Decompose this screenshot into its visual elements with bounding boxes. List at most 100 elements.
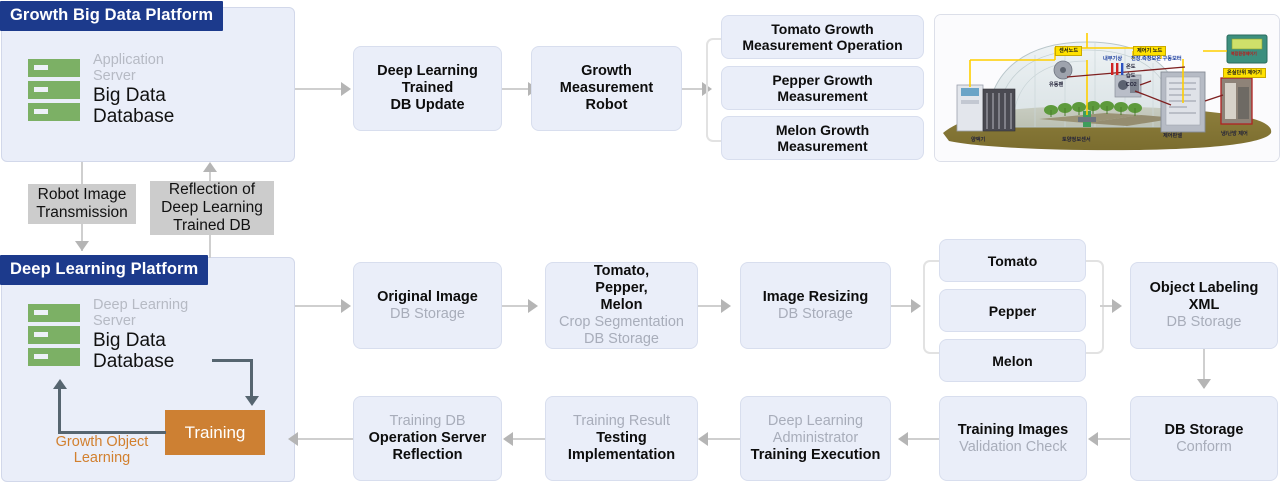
- arrow-to-operation-server: [503, 432, 513, 446]
- box-image-resizing[interactable]: Image Resizing DB Storage: [740, 262, 891, 349]
- greenhouse-label-greenhouse-unit-controller: 온실단위 제어기: [1223, 68, 1266, 78]
- line-operation-to-deep-panel: [297, 438, 353, 440]
- greenhouse-label-control-panel: 제어판넬: [1163, 133, 1183, 139]
- box-label-bold: DB Storage: [1164, 421, 1244, 438]
- box-label-bold: Operation Server Reflection: [368, 430, 487, 463]
- greenhouse-label-soil-sensor: 토양정보센서: [1062, 137, 1091, 143]
- arrow-to-db-storage: [1197, 379, 1211, 389]
- line-trainingimages-to-execution: [900, 438, 939, 440]
- box-pepper[interactable]: Pepper: [939, 289, 1086, 332]
- line-growth-to-dl-update: [295, 88, 343, 90]
- loop-arrow-into-training: [245, 396, 259, 406]
- arrow-to-crop-branch: [911, 299, 921, 313]
- box-label: Melon: [992, 352, 1033, 369]
- line-original-to-crop: [502, 305, 530, 307]
- arrow-reflection-up: [203, 162, 217, 172]
- greenhouse-label-internal-weather: 내부기상: [1103, 56, 1123, 62]
- box-label: Pepper: [988, 302, 1037, 319]
- box-label-bold: Object Labeling XML: [1149, 280, 1259, 313]
- deep-learning-platform-title: Deep Learning Platform: [0, 255, 209, 285]
- box-label-light: Deep Learning Administrator: [767, 413, 864, 446]
- loop-line-vert-right: [250, 359, 253, 397]
- greenhouse-label-humidity: 습도: [1126, 73, 1136, 79]
- box-label-bold: Tomato, Pepper, Melon: [593, 263, 650, 313]
- box-label-bold: Image Resizing: [762, 288, 869, 305]
- line-labeling-to-dbstorage: [1203, 349, 1205, 388]
- line-crop-to-resizing: [698, 305, 724, 307]
- box-original-image[interactable]: Original Image DB Storage: [353, 262, 502, 349]
- box-object-labeling-xml[interactable]: Object Labeling XML DB Storage: [1130, 262, 1278, 349]
- greenhouse-label-motor: 천장.측창보온 구동모터: [1131, 56, 1182, 62]
- greenhouse-label-temperature: 온도: [1126, 64, 1136, 70]
- box-label-light: Validation Check: [959, 438, 1067, 455]
- greenhouse-label-cooling-heating: 냉/난방 제어: [1221, 131, 1248, 137]
- box-deep-learning-trained-db-update[interactable]: Deep Learning Trained DB Update: [353, 46, 502, 131]
- loop-line-vert-left: [58, 389, 61, 434]
- box-label-bold: Training Execution: [750, 447, 881, 463]
- greenhouse-label-circulation-fan: 유동팬: [1049, 82, 1064, 88]
- measurement-branch-bracket: [706, 38, 724, 142]
- line-crops-to-labeling: [1100, 305, 1114, 307]
- box-label-bold: Testing Implementation: [567, 430, 676, 463]
- arrow-to-testing-implementation: [698, 432, 708, 446]
- box-db-storage-conform[interactable]: DB Storage Conform: [1130, 396, 1278, 481]
- arrow-back-to-deep-platform: [288, 432, 298, 446]
- growth-server-title: Big Data Database: [93, 85, 175, 127]
- deep-learning-server-block: Deep Learning Server Big Data Database: [28, 297, 188, 372]
- greenhouse-label-sensor-node: 센서노드: [1055, 46, 1083, 56]
- arrow-to-dl-update: [341, 82, 351, 96]
- server-icon: [28, 303, 80, 366]
- greenhouse-svg: [935, 15, 1279, 161]
- server-icon: [28, 58, 80, 121]
- arrow-to-object-labeling: [1112, 299, 1122, 313]
- line-robot-to-branch: [682, 88, 704, 90]
- box-testing-implementation[interactable]: Training Result Testing Implementation: [545, 396, 698, 481]
- loop-arrow-into-db: [53, 379, 67, 389]
- box-label-light: Training DB: [389, 413, 466, 429]
- crop-branch-bracket-left: [923, 260, 941, 354]
- box-label-light: DB Storage: [390, 305, 465, 322]
- arrow-to-training-images: [1088, 432, 1098, 446]
- line-execution-to-testing: [700, 438, 740, 440]
- box-label-light: Training Result: [573, 413, 670, 429]
- box-training-images[interactable]: Training Images Validation Check: [939, 396, 1087, 481]
- greenhouse-label-nutrient-machine: 양액기: [971, 137, 986, 143]
- deep-server-subtitle: Deep Learning Server: [93, 297, 189, 329]
- training-block[interactable]: Training: [165, 410, 265, 455]
- box-tomato-growth-measurement-operation[interactable]: Tomato Growth Measurement Operation: [721, 15, 924, 59]
- greenhouse-label-controller-node: 제어기 노드: [1133, 46, 1167, 56]
- robot-image-transmission-label: Robot Image Transmission: [28, 184, 136, 224]
- box-crop-segmentation[interactable]: Tomato, Pepper, Melon Crop Segmentation …: [545, 262, 698, 349]
- box-training-execution[interactable]: Deep Learning Administrator Training Exe…: [740, 396, 891, 481]
- line-dbstorage-to-trainingimages: [1090, 438, 1130, 440]
- box-label: Melon Growth Measurement: [775, 122, 870, 154]
- box-label-light: DB Storage: [778, 305, 853, 322]
- line-dlupdate-to-robot: [502, 88, 530, 90]
- box-label: Pepper Growth Measurement: [772, 72, 873, 104]
- greenhouse-illustration: 센서노드 제어기 노드 온실단위 제어기 복합환경제어기 내부기상 천장.측창보…: [934, 14, 1280, 162]
- box-operation-server-reflection[interactable]: Training DB Operation Server Reflection: [353, 396, 502, 481]
- box-tomato[interactable]: Tomato: [939, 239, 1086, 282]
- box-label-light: DB Storage: [1166, 314, 1242, 330]
- growth-server-block: Application Server Big Data Database: [28, 52, 174, 127]
- box-label-light: Conform: [1176, 438, 1232, 455]
- box-pepper-growth-measurement[interactable]: Pepper Growth Measurement: [721, 66, 924, 110]
- line-resizing-to-crops: [891, 305, 913, 307]
- arrow-to-crop-segmentation: [528, 299, 538, 313]
- box-melon[interactable]: Melon: [939, 339, 1086, 382]
- box-label: Tomato Growth Measurement Operation: [742, 21, 903, 53]
- arrow-robot-image-down: [75, 241, 89, 251]
- crop-branch-bracket-right: [1086, 260, 1104, 354]
- box-label-light: Crop Segmentation DB Storage: [559, 314, 684, 347]
- line-deep-panel-to-original: [295, 305, 343, 307]
- box-melon-growth-measurement[interactable]: Melon Growth Measurement: [721, 116, 924, 160]
- growth-server-subtitle: Application Server: [93, 52, 164, 84]
- arrow-to-original-image: [341, 299, 351, 313]
- loop-line-top: [212, 359, 253, 362]
- box-growth-measurement-robot[interactable]: Growth Measurement Robot: [531, 46, 682, 131]
- arrow-to-image-resizing: [721, 299, 731, 313]
- growth-big-data-platform-title: Growth Big Data Platform: [0, 1, 224, 31]
- box-label-bold: Original Image: [377, 288, 478, 305]
- reflection-trained-db-label: Reflection of Deep Learning Trained DB: [150, 181, 274, 235]
- loop-line-bottom: [58, 431, 166, 434]
